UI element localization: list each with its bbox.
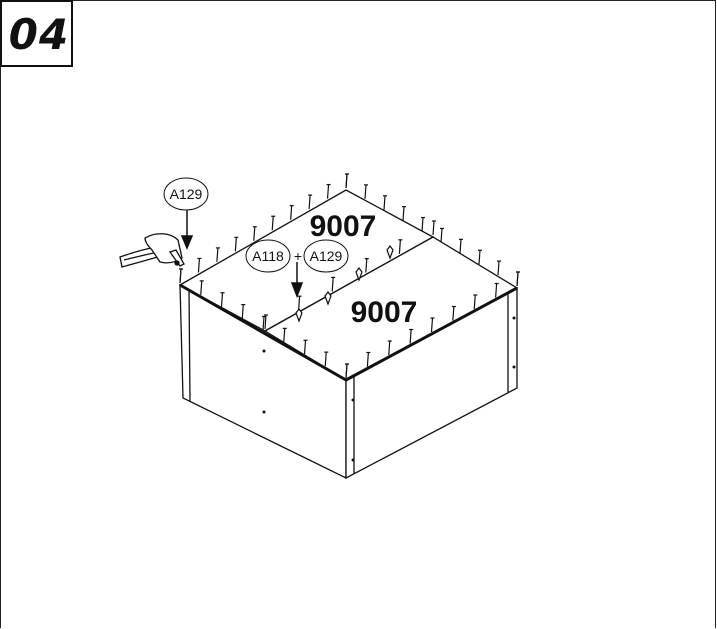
nail — [200, 280, 203, 295]
callout-nail-part — [303, 239, 349, 273]
hammer-icon — [119, 233, 185, 268]
hole-dots — [262, 316, 516, 462]
nail — [495, 283, 498, 298]
callout-dowel-part — [245, 239, 291, 273]
top-edges — [179, 283, 518, 382]
nail — [298, 296, 301, 311]
nail — [283, 328, 286, 343]
nail — [478, 250, 481, 265]
step-number-box: 04 — [0, 0, 73, 67]
nail — [262, 316, 265, 331]
nail — [497, 261, 500, 276]
nail — [365, 258, 368, 273]
nail — [326, 184, 330, 199]
nail — [197, 258, 201, 273]
nail — [398, 239, 401, 254]
nail — [473, 294, 476, 310]
panel-back-label: 9007 — [310, 210, 377, 243]
nail — [179, 268, 182, 284]
nail — [421, 217, 424, 232]
panel-front-label: 9007 — [351, 296, 418, 329]
nail — [290, 205, 293, 220]
nails — [179, 173, 520, 379]
nail — [216, 247, 219, 262]
nail — [345, 363, 348, 379]
nail — [440, 228, 443, 243]
nail — [383, 195, 386, 210]
nail — [364, 184, 367, 199]
dowel-part-label: A118 — [252, 248, 284, 264]
nail — [459, 239, 462, 254]
nail — [308, 195, 311, 210]
nail — [271, 216, 274, 231]
nail — [264, 314, 267, 330]
hammer-part-label: A129 — [170, 186, 203, 202]
plus-label: + — [294, 248, 302, 264]
nail — [253, 226, 256, 241]
nail — [516, 271, 519, 287]
callouts — [163, 177, 349, 273]
nail — [388, 340, 391, 356]
nail — [452, 306, 455, 321]
nail — [331, 277, 334, 292]
nail — [220, 292, 224, 307]
insert-arrows — [180, 208, 304, 299]
nail — [303, 340, 307, 355]
left-panel-edge — [188, 289, 191, 403]
dowels — [295, 245, 394, 323]
nail — [430, 317, 434, 333]
nail — [345, 173, 348, 189]
nail — [402, 206, 405, 221]
nail — [324, 352, 327, 367]
callout-hammer-part — [163, 177, 209, 211]
step-number: 04 — [8, 10, 70, 59]
nail — [366, 352, 369, 367]
nail — [432, 220, 435, 236]
nail — [409, 329, 412, 344]
nail-part-label: A129 — [310, 248, 343, 264]
nail — [241, 304, 244, 319]
nail — [234, 237, 237, 252]
